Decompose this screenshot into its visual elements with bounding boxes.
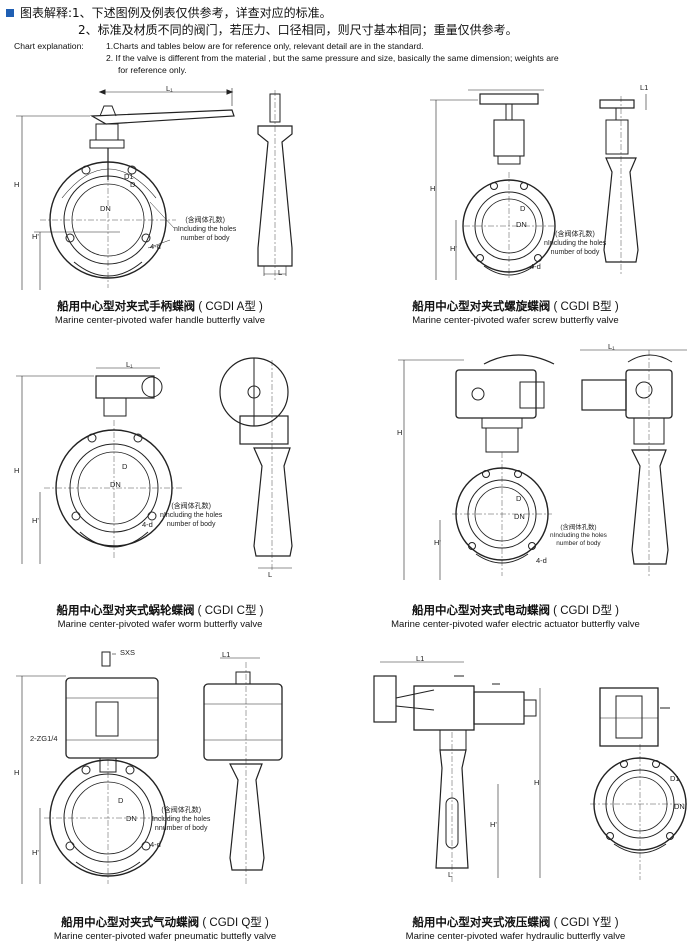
- header-line-1: 图表解释:1、下述图例及例表仅供参考，详查对应的标准。: [6, 5, 332, 21]
- holes-note-c: (含阀体孔数) nIncluding the holes number of b…: [160, 503, 223, 528]
- dim-dn-q: DN: [126, 814, 137, 823]
- dim-d1: D1: [124, 172, 134, 181]
- dim-dn-d: DN: [514, 512, 525, 521]
- caption-panel-d: 船用中心型对夹式电动蝶阀 ( CGDI D型 ) Marine center-p…: [391, 603, 640, 630]
- header-en-line1: 1.Charts and tables below are for refere…: [106, 41, 424, 51]
- caption-panel-q: 船用中心型对夹式气动蝶阀 ( CGDI Q型 ) Marine center-p…: [53, 915, 277, 942]
- panel-hydraulic-valve: L1 H H' L D1 DN 船用中心型对夹式液压蝶阀 ( CGDI Y型 )…: [344, 648, 687, 948]
- dim-h1-y: H': [490, 820, 497, 829]
- drawing-screw-valve: [430, 89, 647, 280]
- dim-h-q: H: [14, 768, 20, 777]
- dim-nd-q: 4-d: [150, 840, 161, 849]
- dim-l1-c: L₁: [126, 360, 133, 369]
- dim-l1-b: L1: [640, 83, 649, 92]
- caption-panel-y: 船用中心型对夹式液压蝶阀 ( CGDI Y型 ) Marine center-p…: [405, 915, 626, 942]
- holes-note-q: (含阀体孔数) Including the holes nnumber of b…: [152, 807, 211, 832]
- caption-panel-c: 船用中心型对夹式蜗轮蝶阀 ( CGDI C型 ) Marine center-p…: [56, 603, 264, 630]
- drawing-handle-valve: [16, 88, 293, 290]
- dim-dn-b: DN: [516, 220, 527, 229]
- panel-handle-valve: L₁ H H' D1 D DN 4-d L (含阀体孔数) nIncluding…: [0, 80, 340, 330]
- dim-h1-q: H': [32, 848, 39, 857]
- dim-nd-b: 4-d: [530, 262, 541, 271]
- dim-h-y: H: [534, 778, 540, 787]
- drawing-pneumatic-valve: [16, 651, 283, 884]
- dim-nd-c: 4-d: [142, 520, 153, 529]
- dim-h-b: H: [430, 184, 436, 193]
- holes-note-b: (含阀体孔数) nIncluding the holes number of b…: [544, 231, 607, 256]
- dim-h1: H': [32, 232, 39, 241]
- dim-d1-y: D1: [670, 774, 680, 783]
- caption-panel-b: 船用中心型对夹式螺旋蝶阀 ( CGDI B型 ) Marine center-p…: [412, 299, 619, 326]
- dim-nd: 4-d: [150, 242, 161, 251]
- dim-d-d: D: [516, 494, 522, 503]
- panel-electric-valve: L₁ H H' D DN 4-d (含阀体孔数) nIncluding the …: [344, 340, 687, 640]
- dim-l1-y: L1: [416, 654, 425, 663]
- dim-dn-y: DN: [674, 802, 685, 811]
- caption-panel-a: 船用中心型对夹式手柄蝶阀 ( CGDI A型 ) Marine center-p…: [54, 299, 266, 326]
- dim-dn-c: DN: [110, 480, 121, 489]
- dim-h-c: H: [14, 466, 20, 475]
- holes-note-d: (含阀体孔数) nIncluding the holes number of b…: [550, 524, 607, 547]
- dim-h: H: [14, 180, 20, 189]
- dim-h1-d: H': [434, 538, 441, 547]
- dim-d-b: D: [520, 204, 526, 213]
- holes-note: (含阀体孔数) nIncluding the holes number of b…: [174, 217, 237, 242]
- dim-d-q: D: [118, 796, 124, 805]
- header-en-line3: for reference only.: [118, 65, 187, 75]
- header-cn-line2: 2、标准及材质不同的阀门，若压力、口径相同，则尺寸基本相同；重量仅供参考。: [78, 23, 518, 37]
- header-en-label: Chart explanation:: [14, 41, 84, 51]
- dim-nd-d: 4-d: [536, 556, 547, 565]
- panel-screw-valve: L1 H H' D DN 4-d (含阀体孔数) nIncluding the …: [344, 80, 687, 330]
- panel-pneumatic-valve: SXS L1 2-ZG1/4 H H' D DN 4-d (含阀体孔数) Inc…: [0, 648, 340, 948]
- dim-d: D: [130, 180, 136, 189]
- dim-l1: L₁: [166, 84, 173, 93]
- header-en-line2: 2. If the valve is different from the ma…: [106, 53, 559, 63]
- dim-h1-c: H': [32, 516, 39, 525]
- dim-sxs: SXS: [120, 648, 136, 657]
- dim-d-c: D: [122, 462, 128, 471]
- drawing-electric-valve: [398, 349, 687, 580]
- dim-l-c: L: [268, 570, 273, 579]
- drawing-hydraulic-valve: [373, 661, 687, 884]
- dim-h1-b: H': [450, 244, 457, 253]
- drawing-worm-valve: [16, 357, 293, 570]
- dim-l1-q: L1: [222, 650, 231, 659]
- dim-dn: DN: [100, 204, 111, 213]
- bullet-square-icon: [6, 9, 14, 17]
- dim-l1-d: L₁: [608, 342, 615, 351]
- dim-l: L: [278, 268, 283, 277]
- dim-l-y: L: [448, 870, 453, 879]
- header-cn-line1: 图表解释:1、下述图例及例表仅供参考，详查对应的标准。: [20, 6, 332, 20]
- panel-worm-valve: L₁ H H' D DN 4-d L (含阀体孔数) nIncluding th…: [0, 356, 340, 636]
- dim-zg: 2-ZG1/4: [30, 734, 58, 743]
- dim-h-d: H: [397, 428, 403, 437]
